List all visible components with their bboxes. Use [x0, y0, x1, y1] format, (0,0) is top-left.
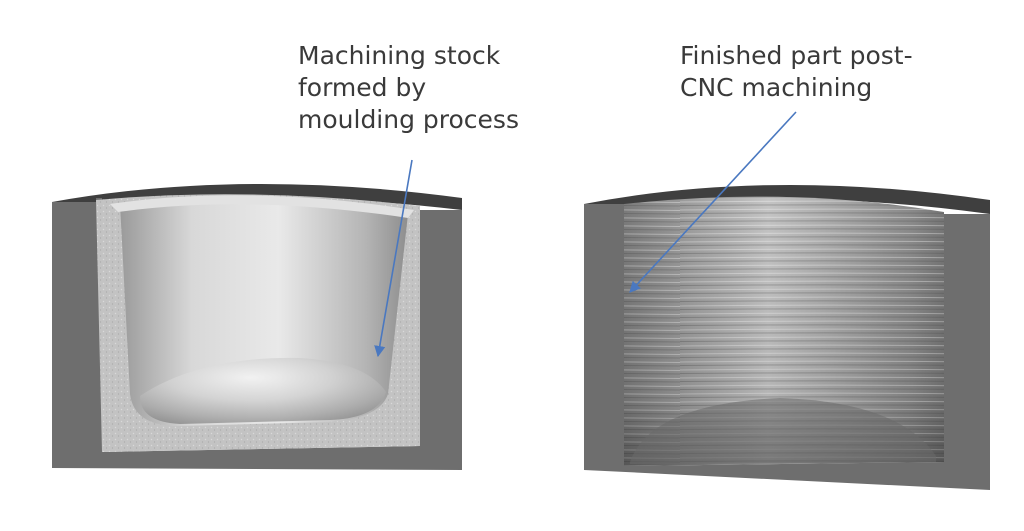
caption-stock-line-2: formed by — [298, 73, 427, 102]
left-block-section — [52, 198, 462, 470]
left-bowl-lip — [110, 195, 414, 218]
caption-machining-stock: Machining stock formed by moulding proce… — [298, 40, 519, 136]
caption-finished-line-1: Finished part post- — [680, 41, 913, 70]
finished-cnc-part — [584, 184, 990, 490]
caption-finished-part: Finished part post- CNC machining — [680, 40, 913, 104]
caption-finished-line-2: CNC machining — [680, 73, 873, 102]
right-block-section — [584, 204, 990, 490]
caption-stock-line-1: Machining stock — [298, 41, 501, 70]
left-bowl-floor — [140, 357, 386, 424]
caption-stock-line-3: moulding process — [298, 105, 519, 134]
left-rim-top — [52, 183, 462, 213]
right-bore-floor — [630, 398, 936, 464]
right-rim-top — [584, 184, 990, 214]
moulded-stock-part — [52, 183, 462, 470]
arrow-to-finished — [629, 111, 797, 293]
right-bore-shading — [624, 196, 944, 467]
arrow-to-stock — [374, 159, 413, 358]
